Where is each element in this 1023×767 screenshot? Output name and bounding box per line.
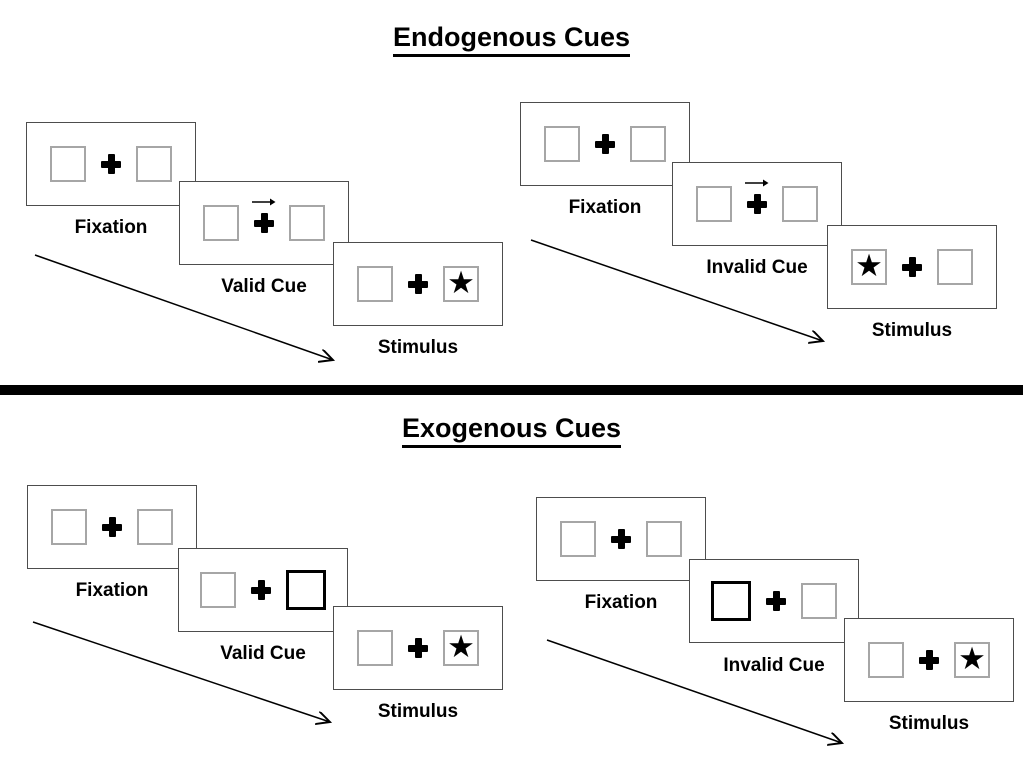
fixation-screen (26, 122, 196, 206)
fixation-cross-icon (766, 591, 786, 611)
cue-arrow-icon (745, 179, 769, 187)
left-location-box: ★ (851, 249, 887, 285)
fixation-label: Fixation (74, 217, 148, 238)
fixation-screen (27, 485, 197, 569)
right-location-box (801, 583, 837, 619)
section-divider (0, 385, 1023, 395)
right-location-box: ★ (954, 642, 990, 678)
stimulus-screen: ★ (333, 606, 503, 690)
left-location-box (868, 642, 904, 678)
trial-sequence-arrow-icon (530, 239, 836, 353)
right-location-box (782, 186, 818, 222)
fixation-cross-icon (902, 257, 922, 277)
right-location-box (630, 126, 666, 162)
right-location-box: ★ (443, 630, 479, 666)
fixation-cross-icon (408, 274, 428, 294)
target-star-icon: ★ (447, 265, 475, 301)
fixation-cross-icon (102, 517, 122, 537)
valid-cue-label: Valid Cue (220, 643, 306, 664)
fixation-cross-icon (595, 134, 615, 154)
endogenous-section-title: Endogenous Cues (0, 22, 1023, 57)
invalid-cue-label: Invalid Cue (706, 257, 808, 278)
stimulus-screen: ★ (844, 618, 1014, 702)
valid-cue-label: Valid Cue (221, 276, 307, 297)
trial-sequence-arrow-icon (546, 639, 854, 757)
fixation-cross-icon (919, 650, 939, 670)
trial-sequence-arrow-icon (34, 254, 342, 370)
valid-cue-screen (178, 548, 348, 632)
left-location-box (357, 266, 393, 302)
left-location-box (560, 521, 596, 557)
invalid-cue-screen (689, 559, 859, 643)
right-location-box (937, 249, 973, 285)
stimulus-label: Stimulus (871, 320, 953, 341)
stimulus-screen: ★ (827, 225, 997, 309)
invalid-cue-screen (672, 162, 842, 246)
right-location-box: ★ (443, 266, 479, 302)
trial-sequence-arrow-icon (32, 621, 340, 732)
fixation-cross-icon (745, 179, 769, 214)
left-location-box (696, 186, 732, 222)
stimulus-label: Stimulus (377, 701, 459, 722)
cue-highlight-box (711, 581, 751, 621)
target-star-icon: ★ (855, 248, 883, 284)
left-location-box (50, 146, 86, 182)
fixation-cross-icon (408, 638, 428, 658)
fixation-label: Fixation (584, 592, 658, 613)
cue-arrow-icon (252, 198, 276, 206)
fixation-label: Fixation (75, 580, 149, 601)
stimulus-screen: ★ (333, 242, 503, 326)
left-location-box (357, 630, 393, 666)
left-location-box (544, 126, 580, 162)
fixation-label: Fixation (568, 197, 642, 218)
target-star-icon: ★ (447, 629, 475, 665)
stimulus-label: Stimulus (377, 337, 459, 358)
fixation-cross-icon (611, 529, 631, 549)
left-location-box (203, 205, 239, 241)
left-location-box (200, 572, 236, 608)
target-star-icon: ★ (958, 641, 986, 677)
fixation-screen (520, 102, 690, 186)
valid-cue-screen (179, 181, 349, 265)
invalid-cue-label: Invalid Cue (723, 655, 825, 676)
right-location-box (136, 146, 172, 182)
fixation-screen (536, 497, 706, 581)
left-location-box (51, 509, 87, 545)
fixation-cross-icon (251, 580, 271, 600)
fixation-cross-icon (252, 198, 276, 233)
exogenous-section-title: Exogenous Cues (0, 413, 1023, 448)
fixation-cross-icon (101, 154, 121, 174)
stimulus-label: Stimulus (888, 713, 970, 734)
right-location-box (289, 205, 325, 241)
right-location-box (137, 509, 173, 545)
cue-highlight-box (286, 570, 326, 610)
right-location-box (646, 521, 682, 557)
